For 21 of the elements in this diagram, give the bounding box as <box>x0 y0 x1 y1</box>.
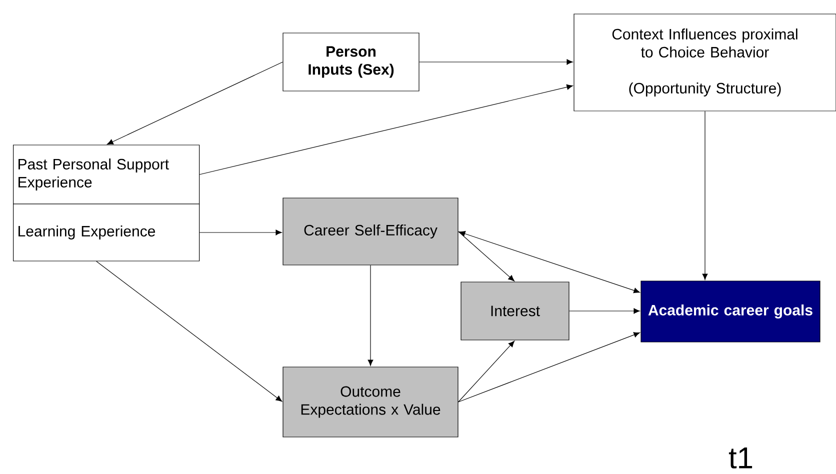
arrow <box>199 230 282 236</box>
arrow <box>458 231 514 282</box>
process-box: Learning Experience <box>13 204 200 262</box>
arrow <box>107 62 283 145</box>
arrow <box>419 59 573 65</box>
input-box: Person Inputs (Sex) <box>282 32 420 92</box>
arrow <box>368 265 374 366</box>
process-box: Past Personal Support Experience <box>13 144 200 204</box>
process-box: Interest <box>460 282 570 340</box>
arrow <box>569 308 640 314</box>
context-box: Context Influences proximal to Choice Behavior (Opportunity Structure) <box>574 14 836 112</box>
arrow <box>458 332 640 402</box>
arrow <box>199 84 573 175</box>
goal-box: Academic career goals <box>640 280 820 342</box>
time-label: t1 <box>728 448 752 468</box>
process-box: Outcome Expectations x Value <box>282 366 458 438</box>
arrow <box>96 261 282 402</box>
arrow <box>702 111 708 280</box>
arrow <box>459 231 640 294</box>
process-box: Career Self-Efficacy <box>282 198 458 266</box>
arrow <box>458 340 515 402</box>
